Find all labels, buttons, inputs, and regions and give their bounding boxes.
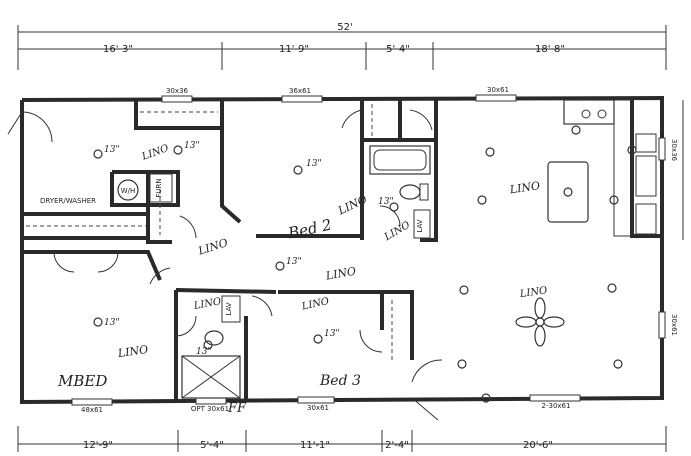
- window-label-top-mid: 36x61: [289, 87, 311, 95]
- bottom-dim-3: 11'-1": [300, 440, 330, 451]
- bottom-dim-5: 20'-6": [523, 440, 553, 451]
- window-label-top-left: 30x36: [166, 87, 189, 95]
- room-label-bed2: Bed 2: [286, 216, 334, 243]
- lino-hall2: LINO: [324, 265, 357, 283]
- lino-laundry: LINO: [140, 143, 171, 163]
- lino-bed3: LINO: [300, 296, 330, 313]
- light-size-master: 13": [104, 318, 120, 328]
- window-label-bottom-left: 48x61: [81, 406, 103, 414]
- window-label-bottom-mid: 30x61: [307, 404, 329, 412]
- closet-shelves: [26, 104, 393, 360]
- exterior-walls: [20, 95, 664, 405]
- top-dimension-lines: [17, 25, 667, 70]
- top-dim-1: 16'-3": [103, 44, 133, 55]
- light-size-laundry-a: 13": [104, 145, 120, 155]
- room-label-bed3: Bed 3: [319, 373, 361, 389]
- light-fixtures: [93, 125, 637, 403]
- room-label-ff: FF: [227, 401, 247, 416]
- bottom-dim-2: 5'-4": [200, 440, 224, 451]
- light-size-bed3: 13": [324, 329, 340, 339]
- bottom-dim-4: 2'-4": [385, 440, 409, 451]
- furnace-label: FURN: [155, 178, 163, 197]
- light-size-bath: 13": [378, 197, 394, 207]
- window-label-right-upper: 30x36: [670, 139, 678, 162]
- dryer-washer-label: DRYER/WASHER: [40, 197, 96, 205]
- bathtub: [369, 145, 431, 175]
- doors: [7, 109, 443, 421]
- overall-dimension: 52': [337, 22, 352, 33]
- lino-living-top: LINO: [508, 179, 541, 196]
- window-label-top-right: 30x61: [487, 86, 509, 94]
- window-label-bottom-right: 2-30x61: [542, 402, 571, 410]
- light-size-bed2: 13": [306, 159, 322, 169]
- windows: [71, 94, 666, 406]
- room-label-mbed: MBED: [57, 372, 107, 390]
- lino-master: LINO: [116, 343, 149, 360]
- toilet-hall: [399, 183, 429, 201]
- water-heater-label: W/H: [121, 187, 136, 195]
- lino-hall: LINO: [196, 236, 230, 258]
- top-dim-2: 11'-9": [279, 44, 309, 55]
- light-size-laundry-b: 13": [184, 141, 200, 151]
- lino-living-mid: LINO: [518, 285, 548, 300]
- light-size-hall: 13": [286, 257, 302, 267]
- top-dim-3: 5'-4": [386, 44, 410, 55]
- top-dim-4: 18'-8": [535, 44, 565, 55]
- window-label-bottom-opt: OPT 30x61: [191, 405, 229, 413]
- ceiling-fan: [515, 297, 565, 347]
- bottom-dimension-lines: [17, 426, 667, 452]
- kitchen-island: [547, 161, 589, 223]
- furnace: [149, 173, 173, 203]
- lino-bath-hall: LINO: [382, 220, 412, 244]
- window-label-right-lower: 30x61: [670, 314, 678, 336]
- lav-master-label: LAV: [225, 302, 233, 315]
- lav-hall-label: LAV: [416, 219, 424, 232]
- interior-walls: [22, 100, 662, 402]
- lino-master-bath: LINO: [192, 296, 222, 312]
- water-heater: [117, 179, 139, 201]
- lav-hall: [413, 209, 431, 239]
- light-size-master-bath: 13": [196, 347, 212, 357]
- master-bath-fixtures: [181, 295, 241, 399]
- bottom-dim-1: 12'-9": [83, 440, 113, 451]
- kitchen-counters: [563, 99, 657, 237]
